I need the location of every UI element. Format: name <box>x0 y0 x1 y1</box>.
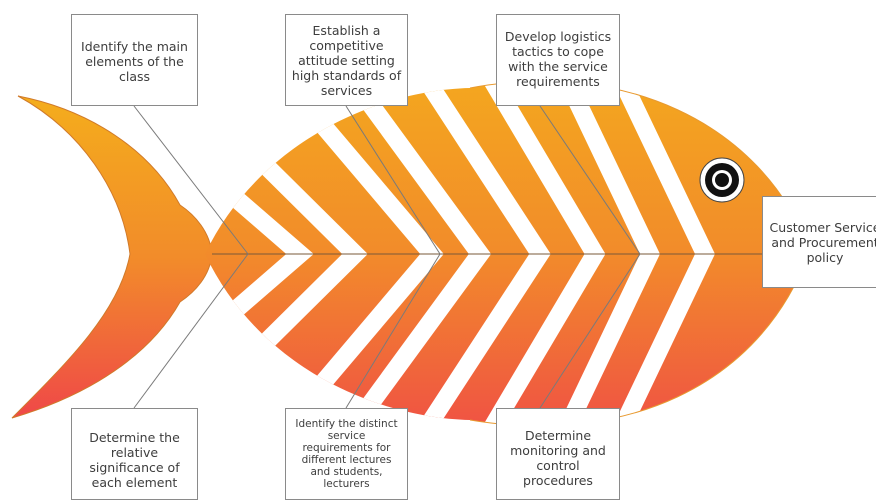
cause-box-bottom-2: Identify the distinct service requiremen… <box>285 408 408 500</box>
cause-box-bottom-3: Determine monitoring and control procedu… <box>496 408 620 500</box>
cause-label-bottom-1: Determine the relative significance of e… <box>89 430 180 490</box>
fish-eye <box>699 157 745 203</box>
cause-label-top-1: Identify the main elements of the class <box>81 39 188 84</box>
cause-label-top-2: Establish a competitive attitude setting… <box>291 22 402 98</box>
cause-label-bottom-3: Determine monitoring and control procedu… <box>510 428 606 488</box>
cause-box-top-2: Establish a competitive attitude setting… <box>285 14 408 106</box>
cause-box-top-1: Identify the main elements of the class <box>71 14 198 106</box>
cause-box-top-3: Develop logistics tactics to cope with t… <box>496 14 620 106</box>
effect-label: Customer Service and Procurement policy <box>769 219 876 265</box>
fish-tail <box>11 95 213 419</box>
effect-box-head: Customer Service and Procurement policy <box>762 196 876 288</box>
cause-box-bottom-1: Determine the relative significance of e… <box>71 408 198 500</box>
cause-connectors <box>133 105 641 409</box>
cause-label-bottom-2: Identify the distinct service requiremen… <box>295 418 398 490</box>
cause-label-top-3: Develop logistics tactics to cope with t… <box>504 29 612 89</box>
